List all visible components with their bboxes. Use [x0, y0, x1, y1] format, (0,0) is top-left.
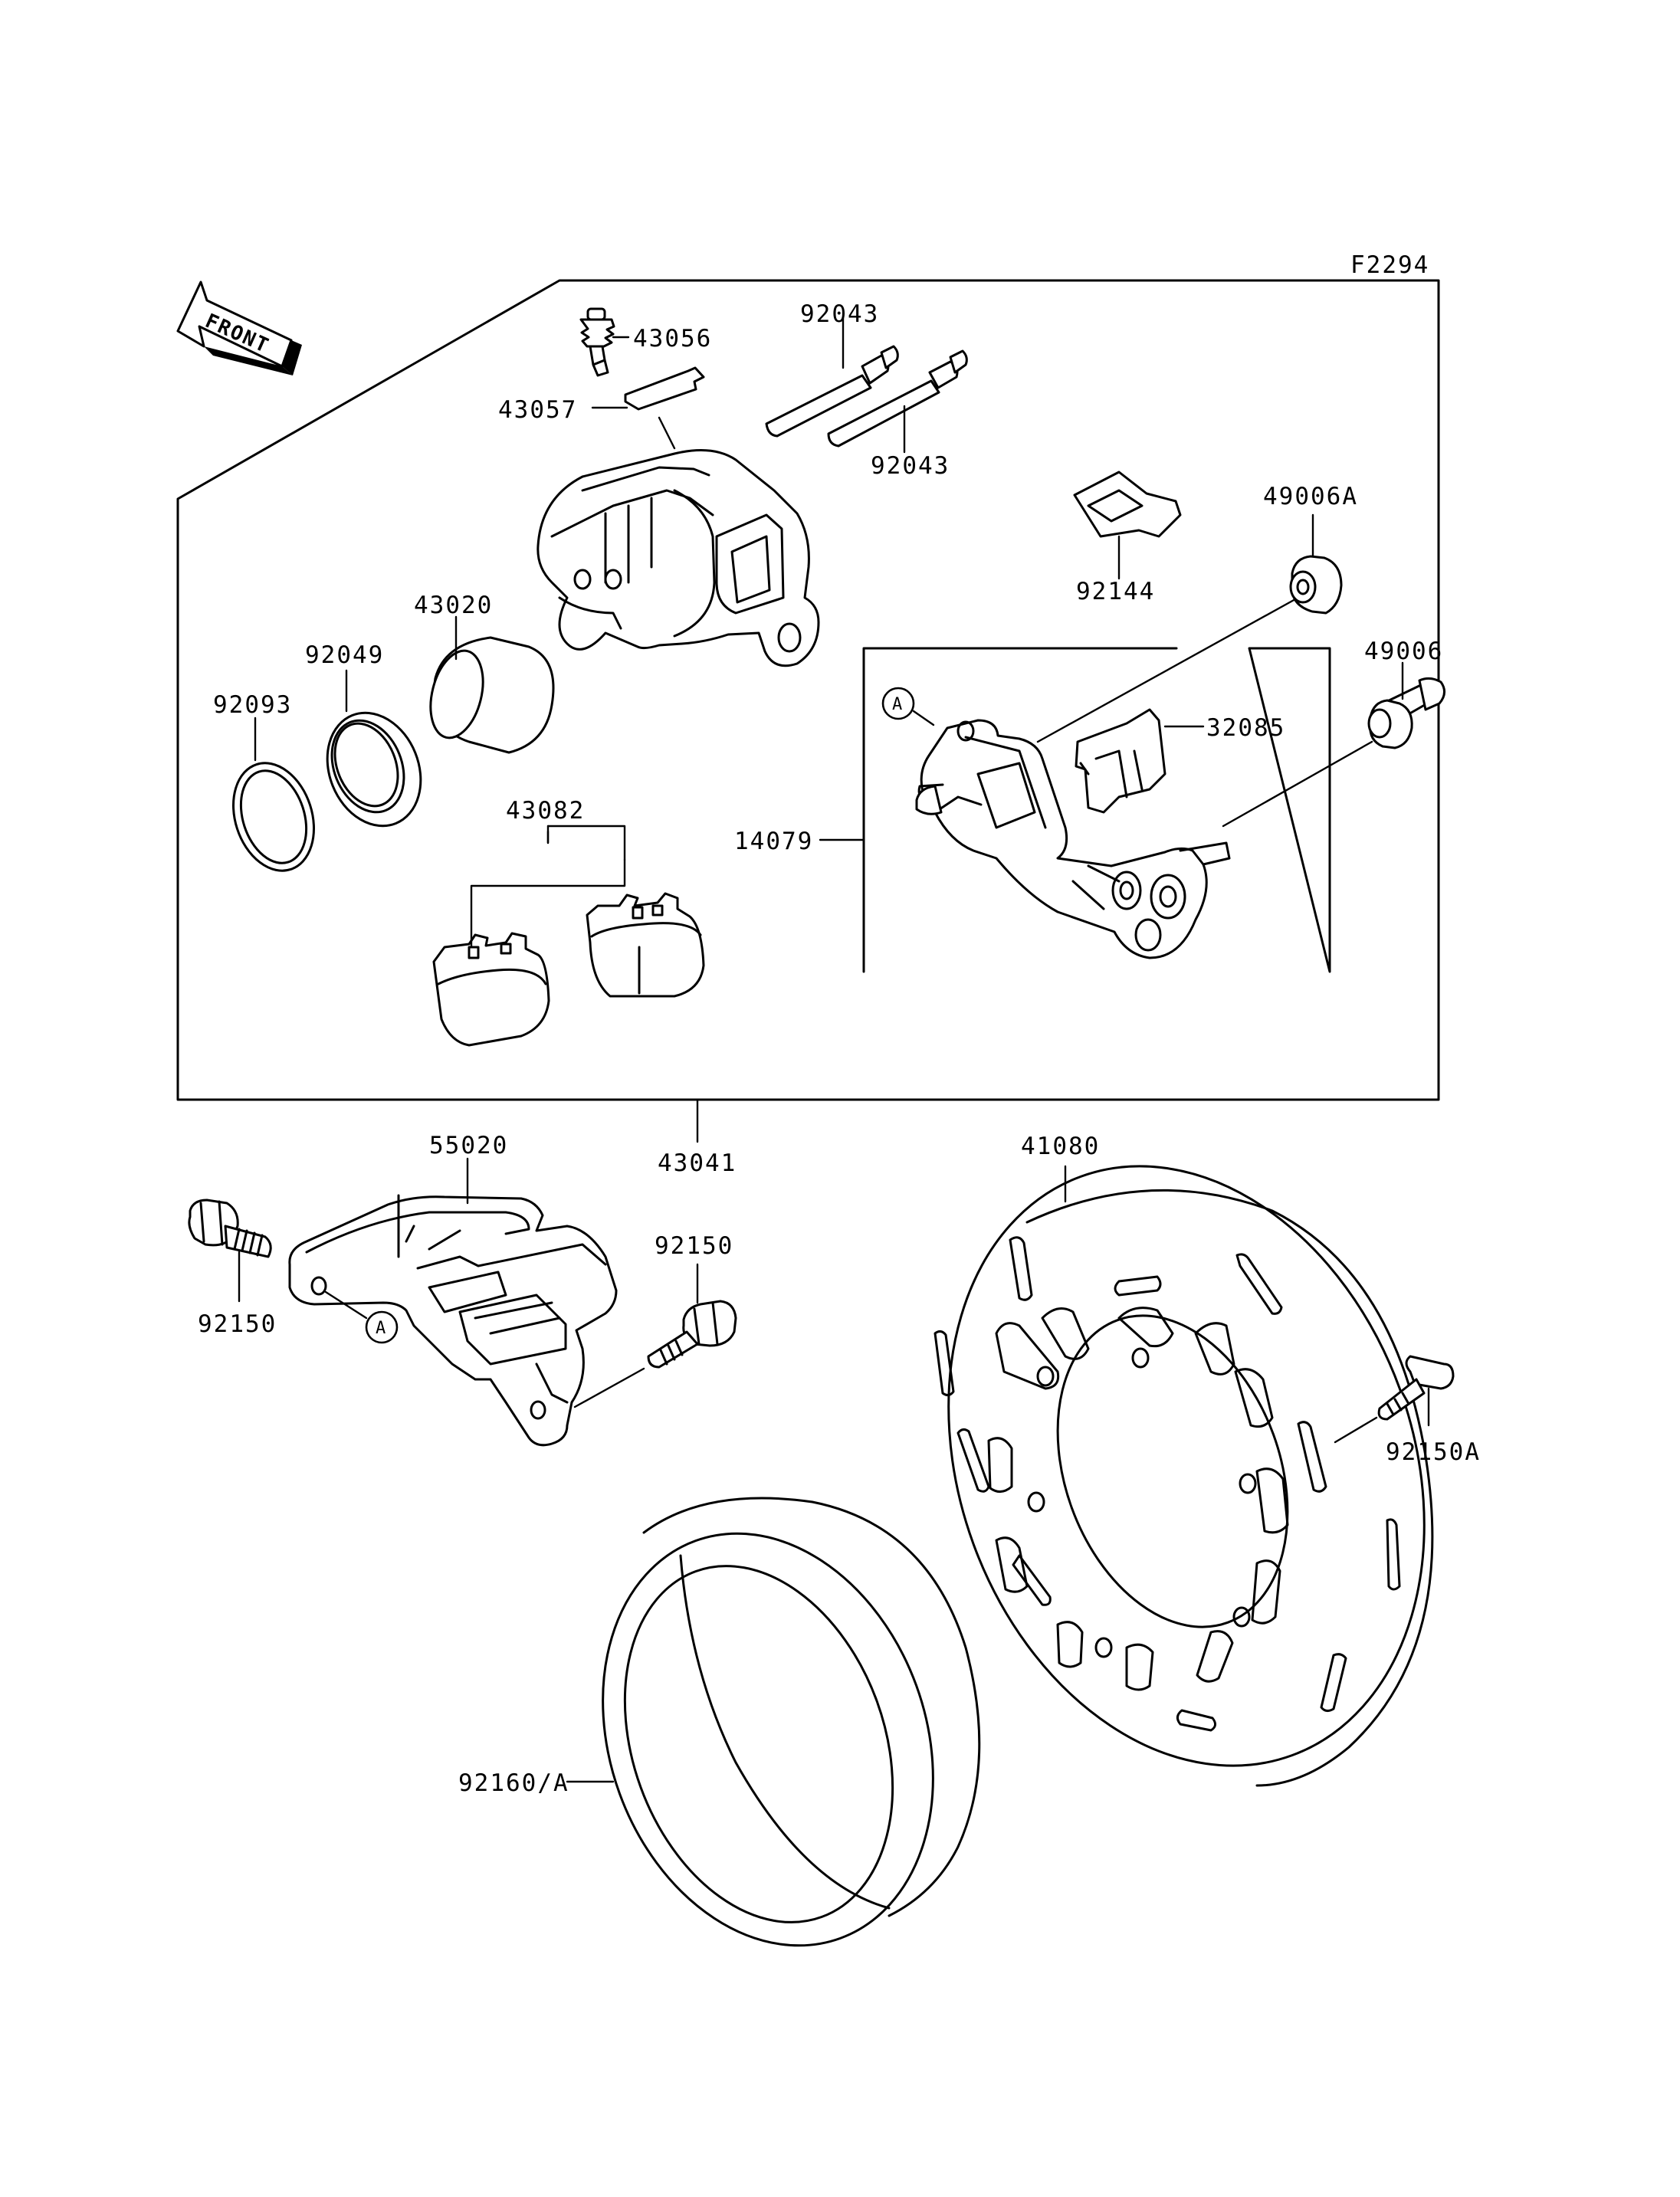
- seal-92049: [326, 711, 422, 828]
- cap-43057: [624, 366, 705, 411]
- pin-92043-a: [765, 345, 899, 438]
- piston-43020: [429, 636, 555, 754]
- spring-92144: [1073, 471, 1182, 538]
- label-14079: 14079: [734, 828, 813, 855]
- caliper-assembly-frame: [176, 279, 1440, 1101]
- caliper-body: [536, 449, 820, 667]
- brake-pad-43082-b: [432, 932, 550, 1047]
- label-49006: 49006: [1364, 638, 1443, 665]
- brake-pad-43082-a: [586, 892, 705, 998]
- label-32085: 32085: [1206, 714, 1285, 742]
- label-92160a: 92160/A: [458, 1769, 569, 1797]
- label-43041: 43041: [658, 1149, 737, 1177]
- disc-cover-92160a: [602, 1497, 981, 1947]
- brake-disc-41080: [934, 1165, 1434, 1787]
- boot-49006: [1367, 677, 1445, 749]
- reference-marker-a-top: [881, 687, 915, 720]
- label-41080: 41080: [1021, 1133, 1100, 1160]
- label-92144: 92144: [1076, 578, 1155, 605]
- label-43056: 43056: [633, 325, 712, 353]
- screw-92150a: [1377, 1355, 1455, 1421]
- bleeder-valve-43056: [579, 307, 615, 377]
- label-43057: 43057: [498, 396, 577, 424]
- front-arrow-icon: FRONT: [176, 280, 302, 375]
- label-92093: 92093: [213, 691, 292, 719]
- reference-marker-a-top-label: A: [892, 695, 902, 714]
- bolt-92150-middle: [647, 1300, 737, 1369]
- reference-marker-a-bottom-label: A: [376, 1319, 386, 1338]
- boot-49006a: [1289, 555, 1343, 615]
- label-92150-left: 92150: [198, 1310, 277, 1338]
- reference-marker-a-bottom: [365, 1310, 399, 1344]
- bolt-92150-left: [188, 1199, 272, 1258]
- caliper-bracket-55020: [288, 1194, 618, 1447]
- label-43020: 43020: [414, 592, 493, 619]
- label-92043-top: 92043: [800, 300, 879, 328]
- label-49006a: 49006A: [1263, 483, 1358, 510]
- bracket-14079: [915, 719, 1231, 959]
- label-92150-middle: 92150: [655, 1232, 733, 1260]
- figure-code: F2294: [1350, 251, 1429, 279]
- label-92150a: 92150A: [1386, 1438, 1481, 1466]
- seal-92093: [231, 762, 316, 872]
- pad-clip-32085: [1075, 708, 1166, 814]
- bracket-14079-frame: [862, 647, 1331, 973]
- pin-92043-b: [827, 349, 968, 448]
- label-92049: 92049: [305, 641, 384, 669]
- label-43082: 43082: [506, 797, 585, 825]
- label-92043-bottom: 92043: [871, 452, 950, 480]
- label-55020: 55020: [429, 1132, 508, 1159]
